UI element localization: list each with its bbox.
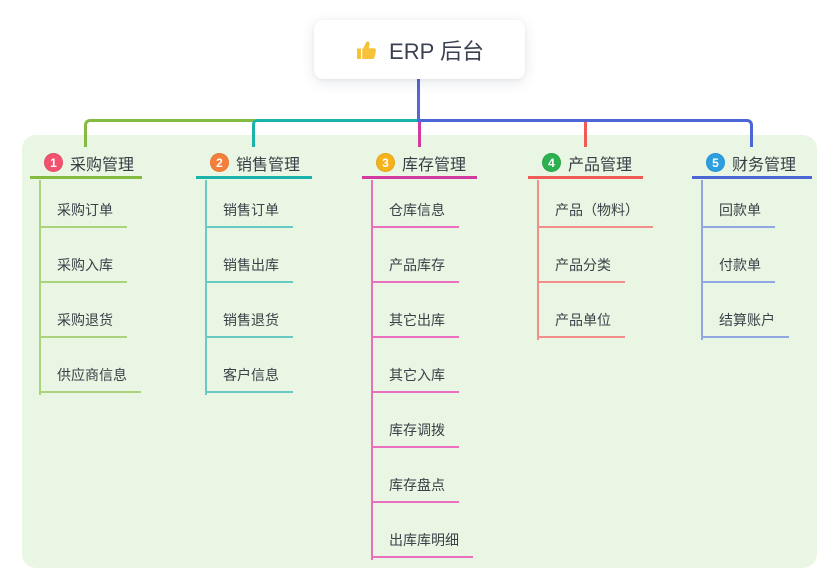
branch-label-text: 财务管理 bbox=[732, 156, 797, 174]
child-row: 库存调拨 bbox=[362, 393, 473, 448]
child-row: 其它出库 bbox=[362, 283, 473, 338]
branch-trunk-line bbox=[537, 180, 539, 340]
child-node[interactable]: 销售退货 bbox=[205, 310, 293, 338]
child-node[interactable]: 仓库信息 bbox=[371, 200, 459, 228]
branch-column-1: 1 采购管理采购订单采购入库采购退货供应商信息 bbox=[30, 149, 142, 395]
branch-trunk-line bbox=[701, 180, 703, 340]
child-row: 其它入库 bbox=[362, 338, 473, 393]
child-node[interactable]: 采购入库 bbox=[39, 255, 127, 283]
connector-drop-product bbox=[584, 122, 587, 147]
child-node[interactable]: 产品单位 bbox=[537, 310, 625, 338]
branch-children: 仓库信息产品库存其它出库其它入库库存调拨库存盘点出库库明细 bbox=[362, 173, 473, 558]
child-row: 产品（物料） bbox=[528, 173, 653, 228]
child-node[interactable]: 回款单 bbox=[701, 200, 775, 228]
root-stem-line bbox=[417, 79, 420, 122]
child-row: 销售出库 bbox=[196, 228, 293, 283]
child-row: 结算账户 bbox=[692, 283, 789, 338]
child-row: 回款单 bbox=[692, 173, 789, 228]
child-node[interactable]: 产品库存 bbox=[371, 255, 459, 283]
branch-node[interactable]: 2 销售管理 bbox=[196, 149, 312, 179]
branch-number-badge: 2 bbox=[210, 153, 229, 172]
branch-column-3: 3 库存管理仓库信息产品库存其它出库其它入库库存调拨库存盘点出库库明细 bbox=[362, 149, 477, 560]
branch-node[interactable]: 3 库存管理 bbox=[362, 149, 477, 179]
branch-column-5: 5 财务管理回款单付款单结算账户 bbox=[692, 149, 812, 340]
branch-children: 回款单付款单结算账户 bbox=[692, 173, 789, 338]
branch-node[interactable]: 5 财务管理 bbox=[692, 149, 812, 179]
branch-label-text: 采购管理 bbox=[70, 156, 135, 174]
branch-column-2: 2 销售管理销售订单销售出库销售退货客户信息 bbox=[196, 149, 312, 395]
root-label: ERP 后台 bbox=[389, 38, 484, 64]
child-row: 采购入库 bbox=[30, 228, 141, 283]
branch-number-badge: 4 bbox=[542, 153, 561, 172]
branch-trunk-line bbox=[39, 180, 41, 395]
child-node[interactable]: 供应商信息 bbox=[39, 365, 141, 393]
branch-children: 采购订单采购入库采购退货供应商信息 bbox=[30, 173, 141, 393]
branch-number-badge: 1 bbox=[44, 153, 63, 172]
child-node[interactable]: 销售订单 bbox=[205, 200, 293, 228]
child-node[interactable]: 产品分类 bbox=[537, 255, 625, 283]
child-node[interactable]: 其它出库 bbox=[371, 310, 459, 338]
child-row: 产品分类 bbox=[528, 228, 653, 283]
child-node[interactable]: 销售出库 bbox=[205, 255, 293, 283]
child-node[interactable]: 结算账户 bbox=[701, 310, 789, 338]
child-row: 供应商信息 bbox=[30, 338, 141, 393]
child-row: 采购退货 bbox=[30, 283, 141, 338]
branch-trunk-line bbox=[205, 180, 207, 395]
child-row: 产品单位 bbox=[528, 283, 653, 338]
child-node[interactable]: 出库库明细 bbox=[371, 530, 473, 558]
connector-elbow-finance bbox=[419, 119, 753, 147]
child-node[interactable]: 付款单 bbox=[701, 255, 775, 283]
child-row: 产品库存 bbox=[362, 228, 473, 283]
branch-children: 销售订单销售出库销售退货客户信息 bbox=[196, 173, 293, 393]
child-row: 仓库信息 bbox=[362, 173, 473, 228]
branch-number-badge: 3 bbox=[376, 153, 395, 172]
child-row: 销售订单 bbox=[196, 173, 293, 228]
branch-column-4: 4 产品管理产品（物料） 产品分类产品单位 bbox=[528, 149, 653, 340]
branch-node[interactable]: 4 产品管理 bbox=[528, 149, 643, 179]
child-node[interactable]: 库存盘点 bbox=[371, 475, 459, 503]
branch-label-text: 销售管理 bbox=[236, 156, 301, 174]
branch-number-badge: 5 bbox=[706, 153, 725, 172]
child-row: 库存盘点 bbox=[362, 448, 473, 503]
child-row: 销售退货 bbox=[196, 283, 293, 338]
child-node[interactable]: 产品（物料） bbox=[537, 200, 653, 228]
mindmap-panel bbox=[22, 135, 817, 568]
child-node[interactable]: 采购退货 bbox=[39, 310, 127, 338]
child-row: 采购订单 bbox=[30, 173, 141, 228]
branch-trunk-line bbox=[371, 180, 373, 560]
child-node[interactable]: 库存调拨 bbox=[371, 420, 459, 448]
root-node[interactable]: ERP 后台 bbox=[314, 20, 525, 79]
connector-elbow-purchase bbox=[84, 119, 255, 147]
child-row: 客户信息 bbox=[196, 338, 293, 393]
branch-children: 产品（物料） 产品分类产品单位 bbox=[528, 173, 653, 338]
child-row: 出库库明细 bbox=[362, 503, 473, 558]
thumbs-up-icon bbox=[355, 38, 379, 62]
child-node[interactable]: 采购订单 bbox=[39, 200, 127, 228]
connector-elbow-sales bbox=[252, 119, 419, 147]
branch-label-text: 库存管理 bbox=[402, 156, 467, 174]
connector-drop-inventory bbox=[418, 122, 421, 147]
branch-node[interactable]: 1 采购管理 bbox=[30, 149, 142, 179]
child-node[interactable]: 客户信息 bbox=[205, 365, 293, 393]
child-node[interactable]: 其它入库 bbox=[371, 365, 459, 393]
child-row: 付款单 bbox=[692, 228, 789, 283]
branch-label-text: 产品管理 bbox=[568, 156, 633, 174]
